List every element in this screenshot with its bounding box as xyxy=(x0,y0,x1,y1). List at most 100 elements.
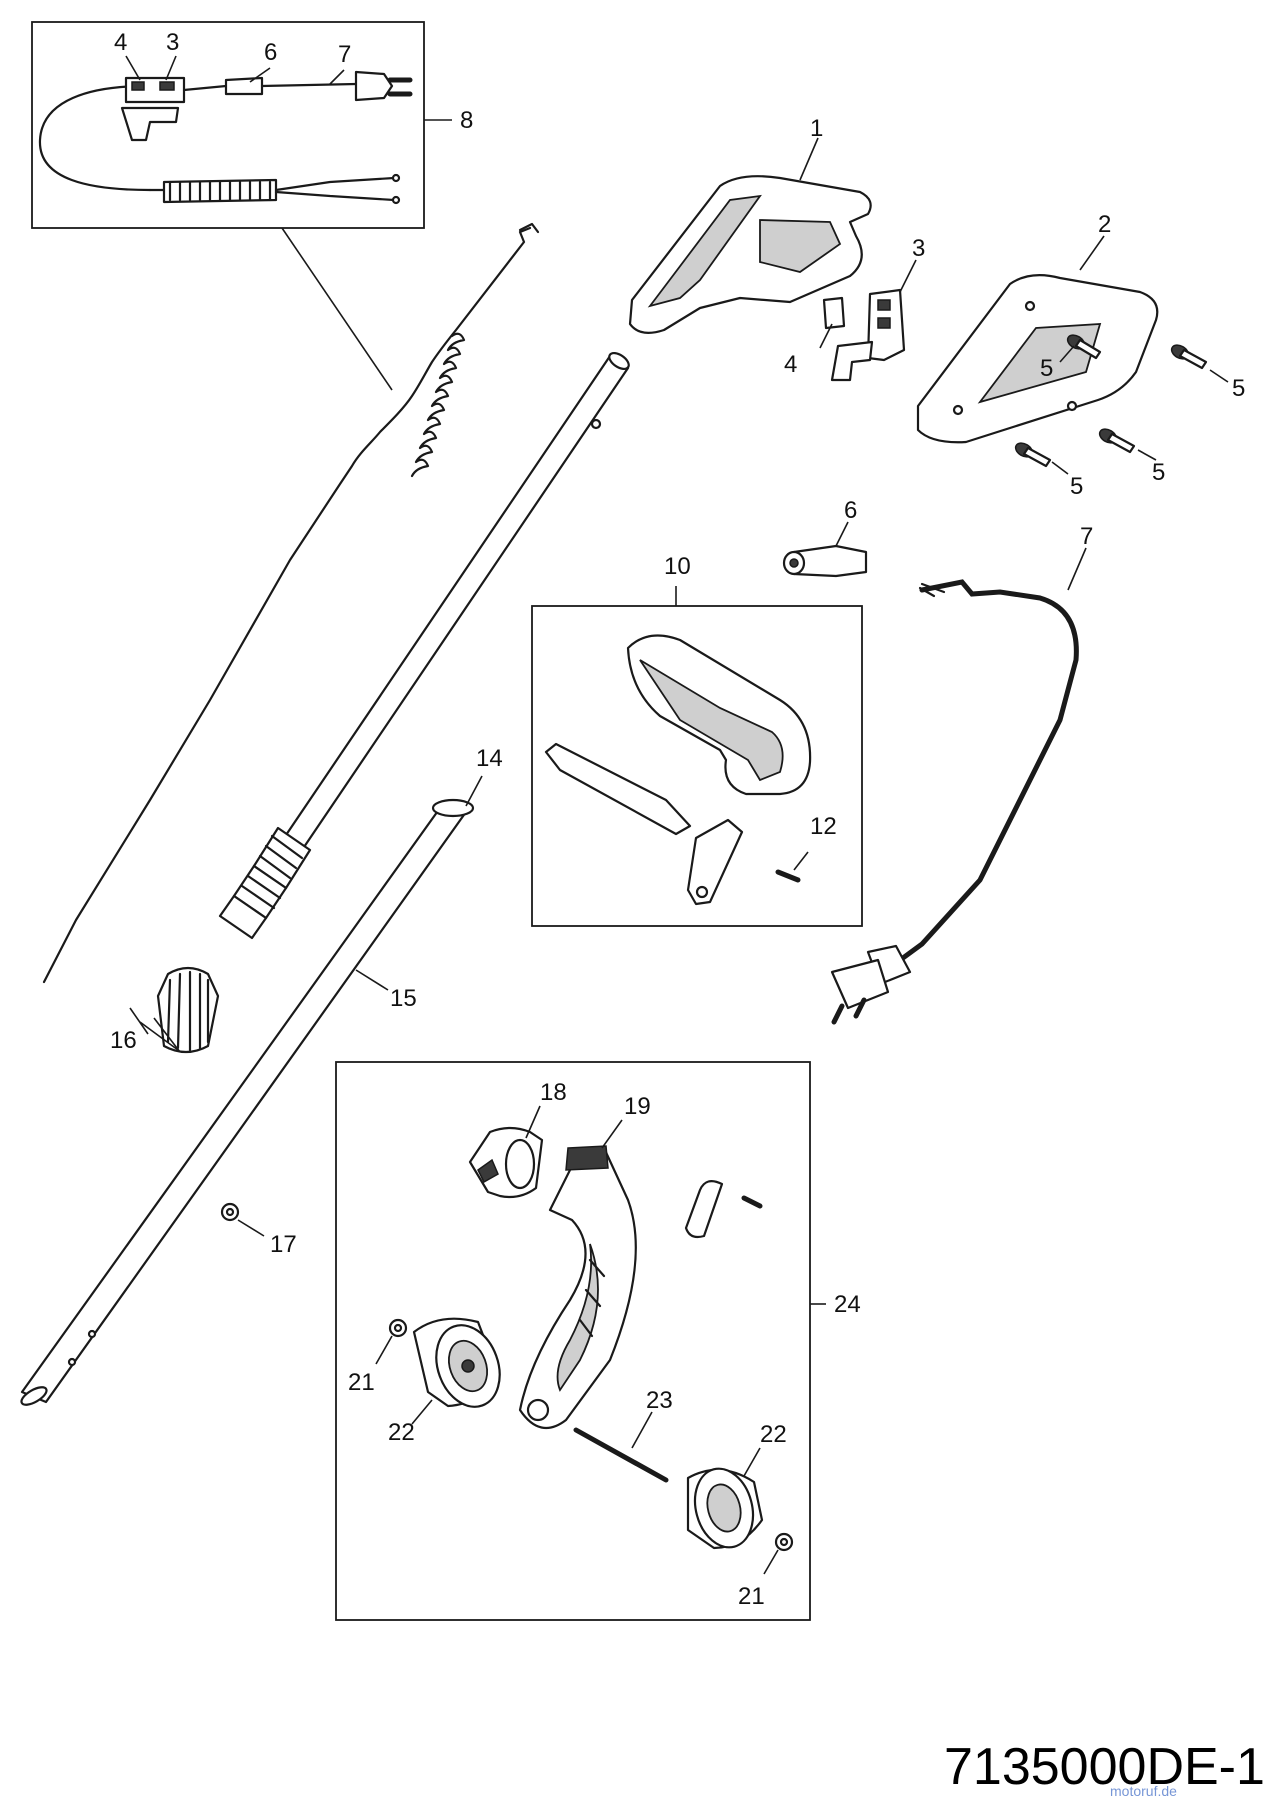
callout-6b: 6 xyxy=(844,497,857,524)
guard-arm-19 xyxy=(518,1146,637,1430)
callout-15: 15 xyxy=(390,985,417,1012)
inset-coil-turns xyxy=(168,180,272,202)
inset-terminal xyxy=(391,195,401,205)
aux-clamp-lever xyxy=(686,818,744,906)
inset-trigger xyxy=(120,106,180,142)
power-cord-7: 7 xyxy=(830,523,1093,1025)
cord-wire-ends xyxy=(918,582,946,598)
aux-clamp-hole xyxy=(695,885,709,899)
leader-2 xyxy=(1079,235,1105,271)
contact-block xyxy=(822,296,846,330)
leader-18 xyxy=(525,1105,541,1139)
locking-knob: 16 xyxy=(110,966,220,1054)
callout-10: 10 xyxy=(664,553,691,580)
nut-21-top xyxy=(388,1318,408,1338)
leader-21-bottom xyxy=(763,1549,779,1575)
leader-6-inset xyxy=(249,67,271,83)
leader-17 xyxy=(237,1219,265,1237)
coupling-thread-lines xyxy=(240,874,282,910)
strain-relief-hole xyxy=(789,558,799,568)
handle-1-inner xyxy=(647,194,762,308)
leader-14 xyxy=(465,775,483,807)
inset-strain-relief xyxy=(224,76,264,96)
lower-shaft-end xyxy=(20,1386,48,1406)
cable-main xyxy=(42,226,532,984)
leader-7 xyxy=(1067,547,1087,591)
upper-shaft xyxy=(218,351,630,940)
lower-shaft-cap xyxy=(431,798,475,818)
clamp-18-slot xyxy=(477,1158,499,1184)
knob-grip xyxy=(166,970,210,1052)
handle-2-hole xyxy=(1024,300,1036,312)
wheel-22-bottom xyxy=(686,1467,764,1550)
internal-coiled-cable xyxy=(42,222,540,984)
callout-22-top: 22 xyxy=(388,1419,415,1446)
callout-23: 23 xyxy=(646,1387,673,1414)
callout-6: 6 xyxy=(264,39,277,66)
leader-inset-to-cable xyxy=(281,227,393,391)
cord-plug-head xyxy=(830,958,890,1010)
wheel-22-top xyxy=(412,1317,501,1408)
screw xyxy=(1014,442,1052,468)
guard-wheel-kit-24: 24 18 19 21 21 xyxy=(335,1061,861,1621)
callout-3b: 3 xyxy=(912,235,925,262)
guard-arm-clip xyxy=(565,1145,609,1171)
leader-3 xyxy=(899,259,917,293)
handle-1-cavity xyxy=(759,219,842,273)
leader-3-inset xyxy=(165,55,177,81)
callout-4b: 4 xyxy=(784,351,797,378)
callout-7: 7 xyxy=(338,41,351,68)
cable-assembly-inset: 4 3 6 7 8 xyxy=(31,21,473,229)
screw xyxy=(1170,344,1208,370)
callout-22-bottom: 22 xyxy=(760,1421,787,1448)
guard-lever xyxy=(684,1179,724,1239)
aux-handle-clip xyxy=(544,742,692,836)
guard-arm-rib xyxy=(556,1243,599,1392)
lower-shaft-hole xyxy=(67,1357,77,1367)
screw xyxy=(1066,334,1102,360)
screw xyxy=(1098,428,1136,454)
coupling-ribs xyxy=(258,834,304,880)
callout-19: 19 xyxy=(624,1093,651,1120)
upper-shaft-hole xyxy=(590,418,602,430)
guard-arm-ribs xyxy=(578,1258,606,1338)
callout-14: 14 xyxy=(476,745,503,772)
nut-hole xyxy=(225,1207,235,1217)
cable-hook xyxy=(518,222,540,234)
strain-relief-6: 6 xyxy=(782,497,868,578)
pin-12 xyxy=(775,869,801,883)
inset-cable xyxy=(182,84,228,92)
handle-1-outline xyxy=(628,175,872,335)
handle-2-hole xyxy=(952,404,964,416)
inset-terminal xyxy=(391,173,401,183)
leader-15 xyxy=(355,969,389,991)
leader-5 xyxy=(1059,345,1075,363)
box-24-frame xyxy=(335,1061,811,1621)
leader-16 xyxy=(153,1017,181,1053)
callout-7b: 7 xyxy=(1080,523,1093,550)
callout-5: 5 xyxy=(1040,355,1053,382)
leader-4 xyxy=(819,323,833,349)
inset-switch-contact xyxy=(159,81,175,91)
leader-19 xyxy=(601,1119,623,1149)
handle-2-hole xyxy=(1066,400,1078,412)
leader-12 xyxy=(793,851,809,871)
callout-16: 16 xyxy=(110,1027,137,1054)
nut-17: 17 xyxy=(220,1202,297,1258)
upper-shaft-end xyxy=(608,351,630,371)
coupling-tip xyxy=(218,894,268,940)
inset-cable xyxy=(260,82,358,88)
callout-21-bottom: 21 xyxy=(738,1583,765,1610)
leader-5 xyxy=(1051,461,1069,475)
leader-5 xyxy=(1137,449,1157,461)
cord-plug-pins xyxy=(831,997,867,1025)
callout-2: 2 xyxy=(1098,211,1111,238)
callout-8: 8 xyxy=(460,107,473,134)
cable-coil xyxy=(410,332,466,478)
leader-22-bottom xyxy=(743,1447,761,1477)
knob-body xyxy=(156,966,220,1054)
document-number: 7135000DE-1 xyxy=(944,1738,1265,1796)
callout-5: 5 xyxy=(1070,473,1083,500)
callout-24: 24 xyxy=(834,1291,861,1318)
